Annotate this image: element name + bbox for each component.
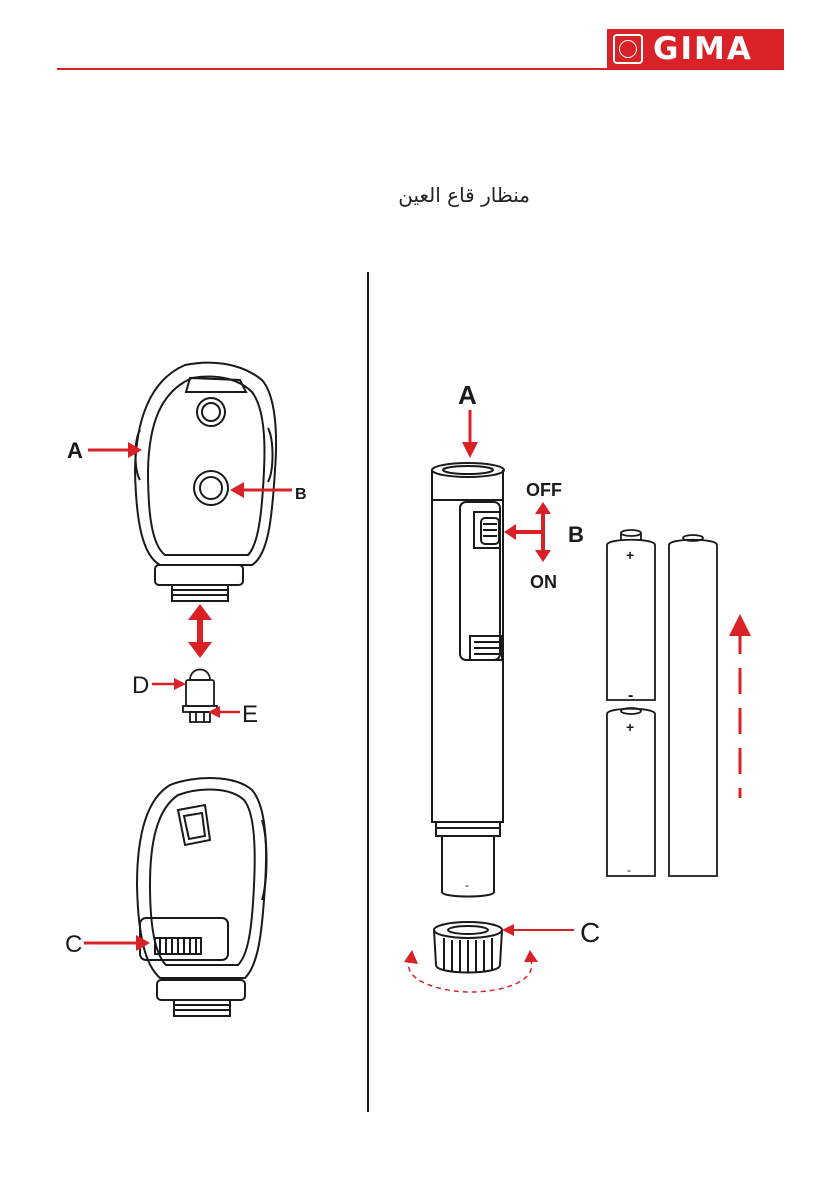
battery-plus-2: + (626, 719, 634, 735)
label-a-right: A (458, 380, 477, 410)
battery-minus-2: - (627, 863, 631, 877)
rotate-arrow-icon (404, 950, 538, 992)
label-c-left: C (65, 931, 82, 958)
insert-direction-arrow-icon (729, 614, 751, 798)
label-d: D (132, 672, 149, 699)
label-a-left: A (67, 438, 83, 463)
right-labels: A OFF ON B C (458, 380, 600, 948)
handle-minus: - (465, 878, 469, 892)
label-b-right: B (568, 522, 584, 547)
battery-minus-1: - (628, 687, 633, 704)
label-b-left: B (295, 486, 307, 503)
battery-plus-1: + (626, 547, 634, 563)
ophthalmoscope-head-front (137, 778, 267, 1016)
battery-handle (432, 463, 504, 897)
bottom-cap (434, 922, 502, 973)
label-e: E (242, 701, 258, 728)
double-arrow-icon (188, 604, 212, 658)
ophthalmoscope-head-back (135, 363, 276, 601)
bulb (183, 670, 217, 723)
battery-stack (607, 530, 717, 876)
label-c-left-group: C (65, 931, 150, 958)
label-off: OFF (526, 480, 562, 500)
label-c-right: C (580, 917, 600, 948)
label-on: ON (530, 572, 557, 592)
